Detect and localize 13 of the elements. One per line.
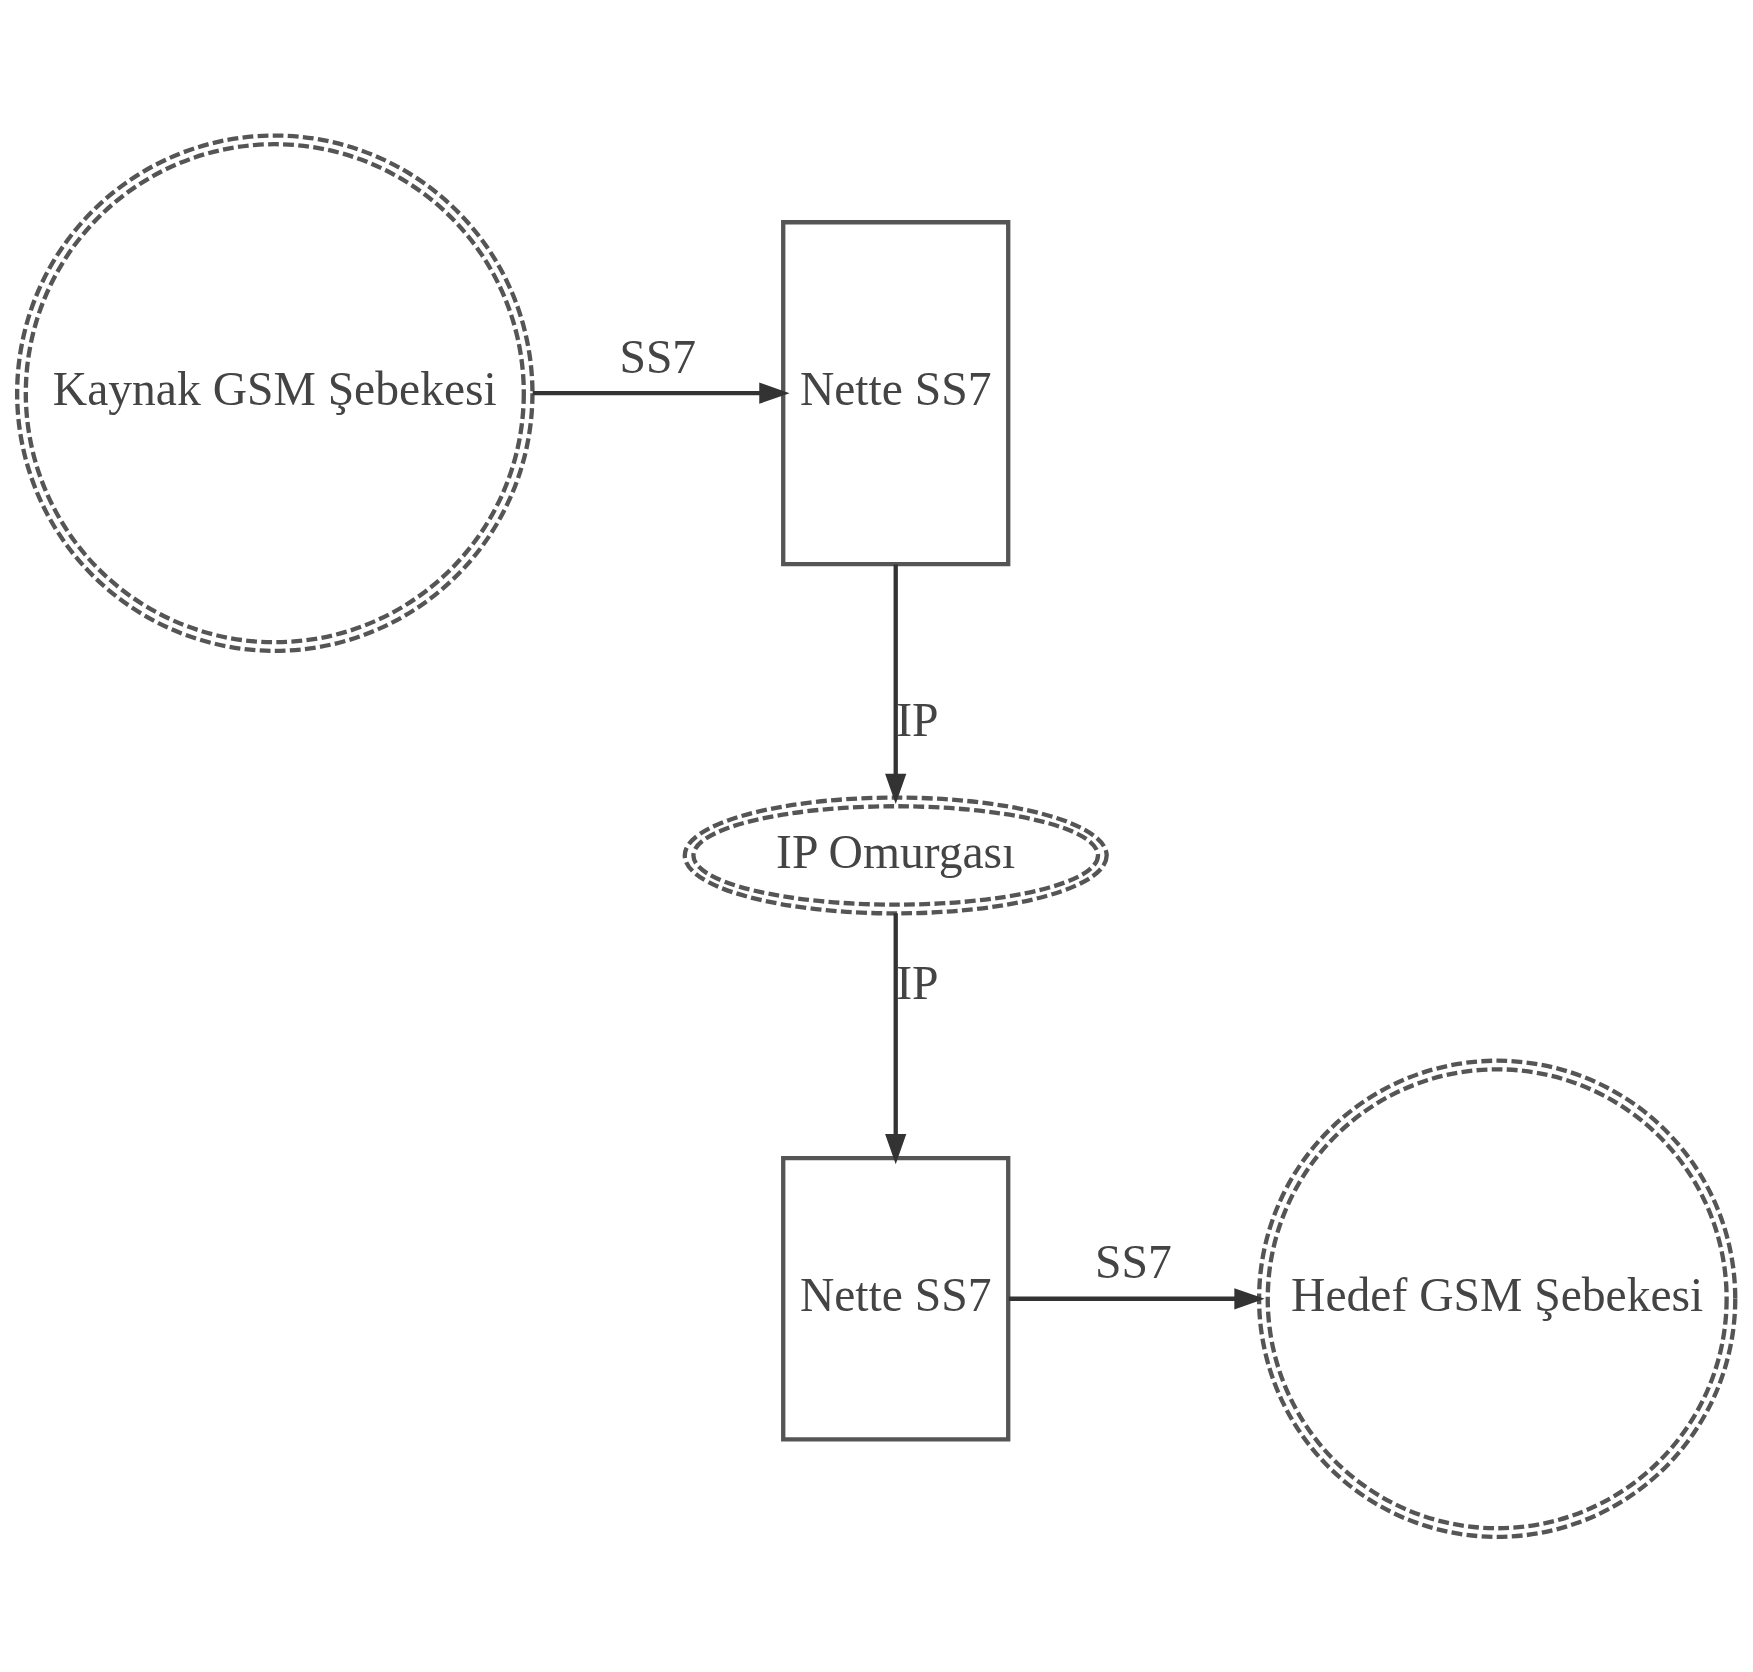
node-box: Nette SS7: [781, 219, 1011, 566]
node-box: Nette SS7: [781, 1155, 1011, 1442]
arrow: [885, 564, 907, 804]
arrow: [885, 912, 907, 1164]
node-circle: Kaynak GSM Şebekesi: [14, 132, 535, 653]
node-circle: Hedef GSM Şebekesi: [1256, 1058, 1738, 1539]
edge-label: IP: [896, 956, 939, 1009]
arrow: [532, 382, 790, 404]
edge-label: SS7: [619, 330, 697, 383]
edge-label: SS7: [1095, 1235, 1172, 1288]
node-ellipse: IP Omurgası: [682, 794, 1109, 916]
edge-label: IP: [896, 693, 939, 746]
arrow: [1008, 1287, 1265, 1309]
